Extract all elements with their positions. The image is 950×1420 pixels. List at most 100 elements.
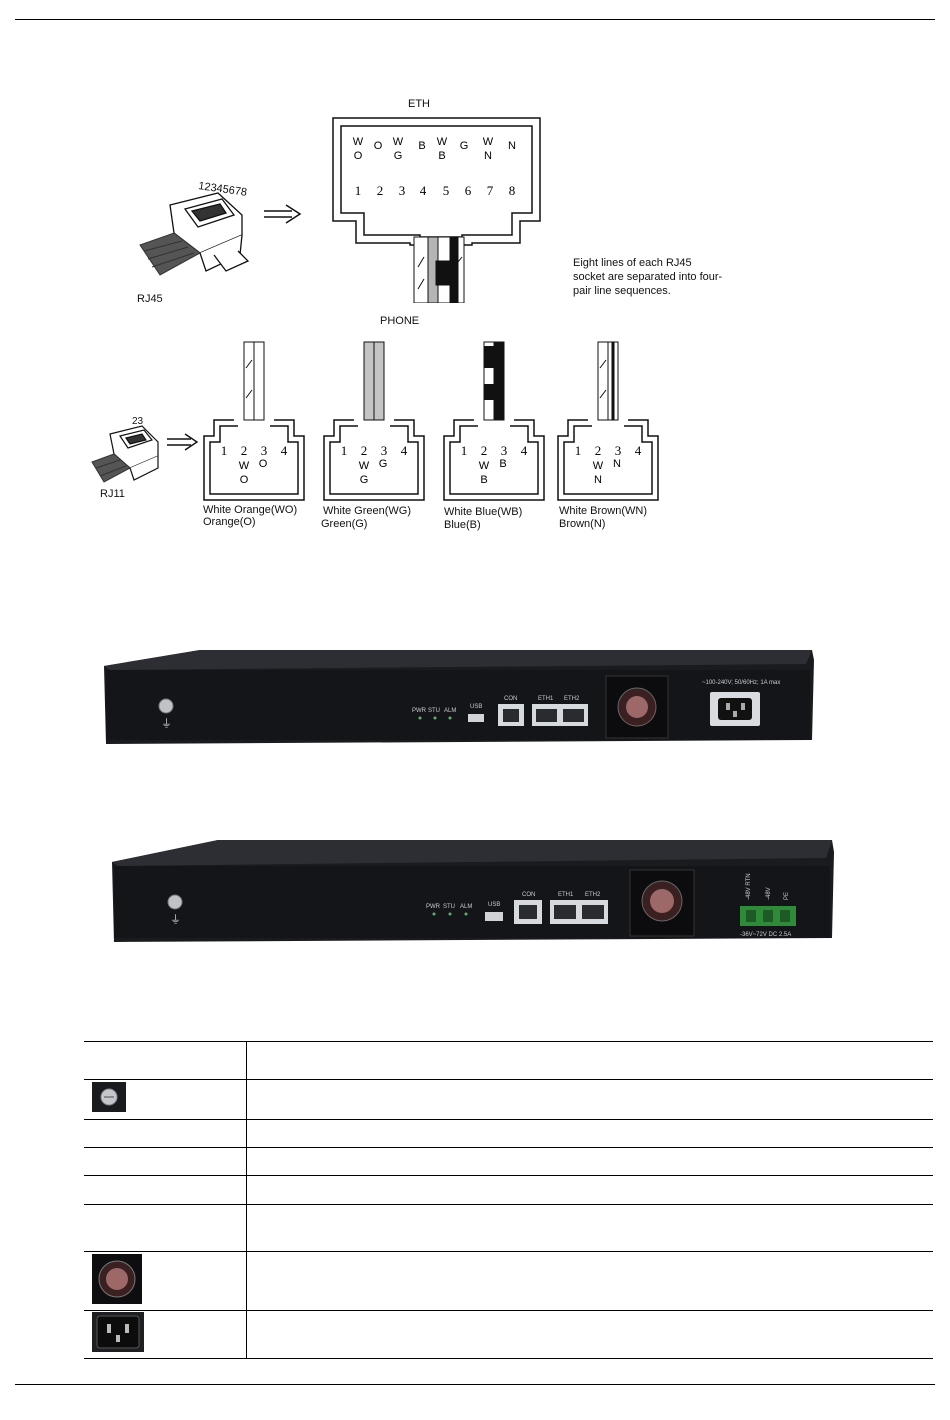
eth-note-line-2: socket are separated into four- bbox=[573, 271, 723, 283]
table-row bbox=[84, 1310, 933, 1359]
rj11-pin-number: 4 bbox=[521, 443, 528, 458]
table-row bbox=[84, 1251, 933, 1311]
eth-letter-top: O bbox=[374, 140, 383, 152]
eth-letter-bottom: N bbox=[484, 150, 492, 162]
ac-led-stu-label: STU bbox=[428, 708, 440, 714]
rj11-letter-top: W bbox=[593, 460, 604, 472]
dc-eth2-label: ETH2 bbox=[585, 892, 601, 898]
table-row bbox=[84, 1147, 933, 1176]
ac-usb-port bbox=[468, 714, 484, 722]
rj45-label: RJ45 bbox=[137, 293, 163, 305]
rj11-pin-number: 4 bbox=[635, 443, 642, 458]
dc-con-label: CON bbox=[522, 892, 535, 898]
rj11-pin-number: 2 bbox=[241, 443, 248, 458]
eth-pin-number: 8 bbox=[509, 183, 516, 198]
rear-panel-dc-drawing: ⏚ PWR STU ALM USB CON ETH1 ETH2 -48V RTN… bbox=[112, 840, 834, 942]
arrow-right-icon bbox=[167, 433, 199, 451]
dc-usb-port bbox=[485, 912, 503, 921]
socket-4-caption-1: White Brown(WN) bbox=[559, 505, 648, 517]
rj11-pin-number: 1 bbox=[341, 443, 348, 458]
eth-note-line-3: pair line sequences. bbox=[573, 285, 671, 297]
power-inlet-thumbnail bbox=[92, 1312, 144, 1352]
header-rule bbox=[15, 19, 935, 20]
dc-eth1-label: ETH1 bbox=[558, 892, 574, 898]
ac-eth1-label: ETH1 bbox=[538, 696, 554, 702]
socket-2-caption-2: Green(G) bbox=[321, 518, 368, 530]
eth-letter-top: W bbox=[393, 136, 404, 148]
eth-pin-number: 3 bbox=[399, 183, 406, 198]
eth-pin-number: 6 bbox=[465, 183, 472, 198]
dc-led-alm-label: ALM bbox=[460, 904, 472, 910]
rj11-pin-number: 4 bbox=[281, 443, 288, 458]
eth-letter-top: W bbox=[437, 136, 448, 148]
eth-letter-top: G bbox=[460, 140, 469, 152]
ac-power-label: ~100-240V; 50/60Hz; 1A max bbox=[702, 680, 780, 686]
dc-led-stu-label: STU bbox=[443, 904, 455, 910]
ground-screw-icon bbox=[167, 894, 183, 910]
table-row bbox=[84, 1079, 933, 1120]
eth-pin-number: 7 bbox=[487, 183, 494, 198]
rj11-pin-number: 4 bbox=[401, 443, 408, 458]
ac-eth2-label: ETH2 bbox=[564, 696, 580, 702]
rear-panel-ac-photo: ⏚ PWR STU ALM USB CON ETH1 ETH2 ~100-240… bbox=[100, 648, 820, 748]
rj11-letter-top: W bbox=[239, 460, 250, 472]
ac-con-label: CON bbox=[504, 696, 517, 702]
dc-usb-label: USB bbox=[488, 902, 500, 908]
eth-note-line-1: Eight lines of each RJ45 bbox=[573, 257, 692, 269]
rj11-pin-number: 3 bbox=[261, 443, 268, 458]
arrow-right-icon bbox=[264, 204, 302, 224]
table-row bbox=[84, 1119, 933, 1148]
rj11-pin-number: 3 bbox=[501, 443, 508, 458]
eth-letter-bottom: G bbox=[394, 150, 403, 162]
socket-4-caption-2: Brown(N) bbox=[559, 518, 606, 530]
socket-3-caption-2: Blue(B) bbox=[444, 519, 481, 531]
dc-terminal-pe-label: PE bbox=[784, 892, 790, 900]
eth-pin-number: 1 bbox=[355, 183, 362, 198]
rj11-plug-illustration: 23 bbox=[91, 416, 159, 483]
rj11-letter-top: B bbox=[499, 458, 506, 470]
dc-power-label: -36V~72V DC 2.5A bbox=[740, 932, 791, 938]
rj11-pin-number: 1 bbox=[575, 443, 582, 458]
rj11-letter-top: W bbox=[479, 460, 490, 472]
eth-letter-top: W bbox=[353, 136, 364, 148]
rj45-plug-illustration: 12345678 bbox=[139, 180, 250, 276]
ground-screw-icon bbox=[158, 698, 174, 714]
dc-terminal-48v-label: -48V bbox=[766, 887, 772, 900]
rj11-letter-top: N bbox=[613, 458, 621, 470]
rj11-pin-number: 2 bbox=[595, 443, 602, 458]
rj11-pin-number: 1 bbox=[461, 443, 468, 458]
rj11-letter-bottom: B bbox=[480, 474, 487, 486]
eth-letter-top: N bbox=[508, 140, 516, 152]
rj11-pin-number: 3 bbox=[615, 443, 622, 458]
rj11-letter-bottom: N bbox=[594, 474, 602, 486]
rj11-letter-top: G bbox=[379, 458, 388, 470]
phone-title: PHONE bbox=[380, 315, 420, 327]
rj11-label: RJ11 bbox=[100, 488, 125, 500]
fan-thumbnail bbox=[92, 1253, 142, 1304]
rj11-letter-bottom: O bbox=[240, 474, 249, 486]
socket-3-caption-1: White Blue(WB) bbox=[444, 506, 523, 518]
eth-pin-number: 4 bbox=[420, 183, 427, 198]
table-row bbox=[84, 1175, 933, 1205]
eth-letter-top: B bbox=[418, 140, 425, 152]
ground-symbol-icon: ⏚ bbox=[161, 717, 172, 730]
rear-panel-dc-photo: ⏚ PWR STU ALM USB CON ETH1 ETH2 -48V RTN… bbox=[108, 838, 836, 944]
rj11-letter-top: O bbox=[259, 458, 268, 470]
table-row bbox=[84, 1204, 933, 1252]
rj11-letter-top: W bbox=[359, 460, 370, 472]
rj11-pin-number: 3 bbox=[381, 443, 388, 458]
dc-led-pwr-label: PWR bbox=[426, 904, 441, 910]
socket-1-caption-2: Orange(O) bbox=[203, 516, 256, 528]
socket-2-caption-1: White Green(WG) bbox=[323, 505, 412, 517]
eth-letter-top: W bbox=[483, 136, 494, 148]
rj11-pin-number: 1 bbox=[221, 443, 228, 458]
rj11-pin-number: 2 bbox=[361, 443, 368, 458]
